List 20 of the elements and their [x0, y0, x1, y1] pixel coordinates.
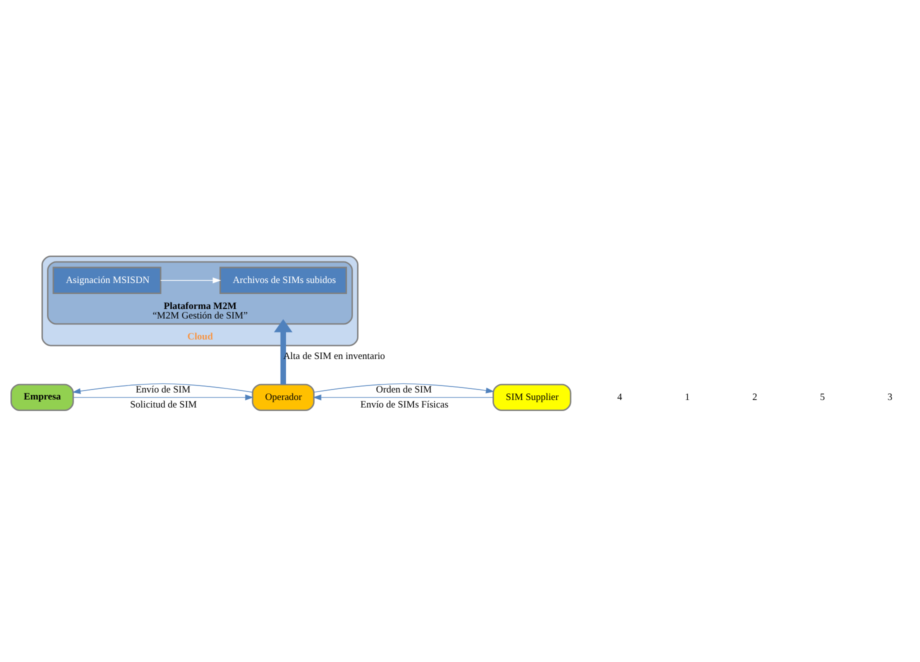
node-box: Empresa	[10, 383, 74, 411]
arrow	[314, 382, 494, 393]
label: 1	[684, 392, 690, 403]
edge-label: Envío de SIM	[136, 384, 190, 396]
arrow	[72, 382, 253, 394]
edge-label: Envío de SIMs Físicas	[360, 398, 448, 410]
node-box: SIM Supplier	[492, 383, 572, 411]
arrow	[312, 394, 494, 400]
arrow	[274, 318, 292, 384]
label: 5	[820, 392, 825, 403]
label: 3	[888, 392, 892, 403]
edge-label: Orden de SIM	[376, 384, 432, 396]
arrow	[72, 394, 254, 400]
edge-label: Solicitud de SIM	[130, 398, 197, 410]
node-box: Archivos de SIMs subidos	[219, 266, 347, 294]
arrow	[160, 276, 222, 283]
node-box: Asignación MSISDN	[52, 266, 162, 294]
label: 2	[752, 392, 758, 403]
node-box: Operador	[252, 383, 315, 411]
label: 4	[617, 392, 622, 403]
